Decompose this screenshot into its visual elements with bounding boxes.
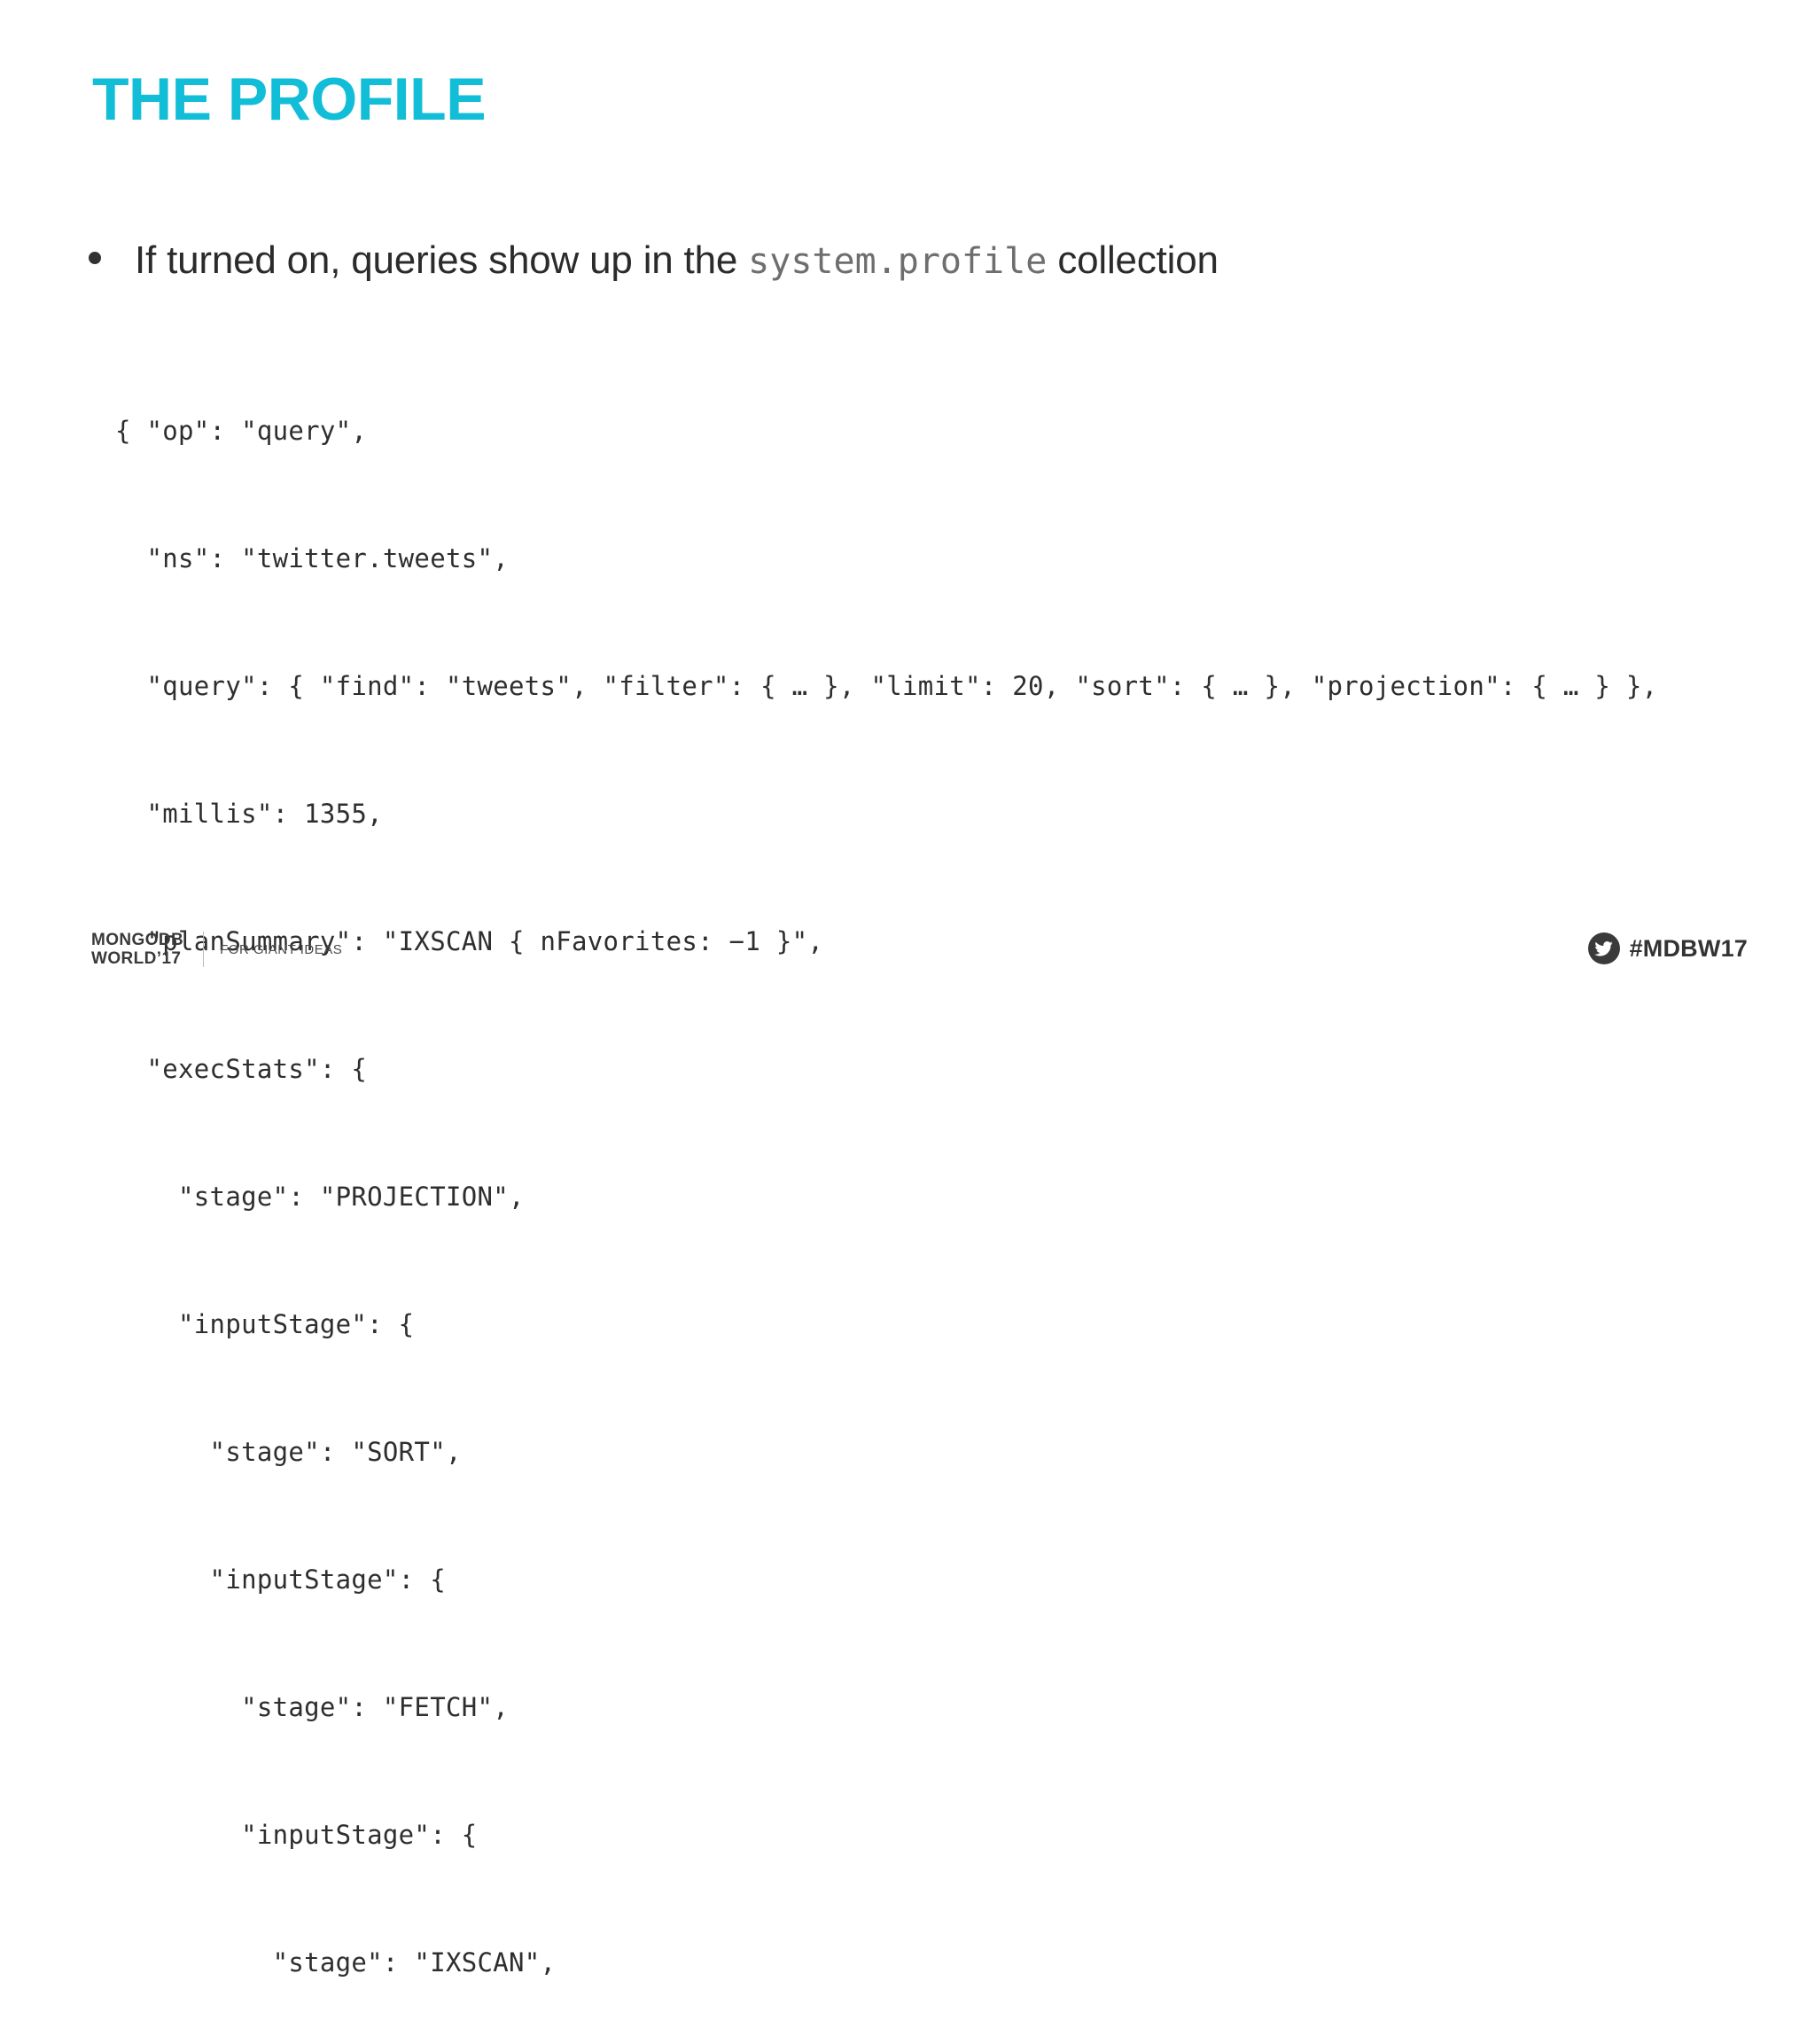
page-title: THE PROFILE xyxy=(92,66,487,133)
footer-logo: MONGODB WORLD’17 FOR GIANT IDEAS xyxy=(91,931,342,968)
logo-divider xyxy=(203,932,205,967)
logo-line-1: MONGODB xyxy=(91,931,184,949)
code-line: { "op": "query", xyxy=(115,416,368,446)
event-hashtag: #MDBW17 xyxy=(1629,934,1748,962)
code-line: "stage": "PROJECTION", xyxy=(115,1182,525,1212)
bullet-marker-icon xyxy=(89,252,101,264)
logo-tagline: FOR GIANT IDEAS xyxy=(220,941,343,957)
code-line: "planSummary": "IXSCAN { nFavorites: −1 … xyxy=(115,926,824,956)
code-line: "ns": "twitter.tweets", xyxy=(115,543,509,573)
mongodb-world-logo: MONGODB WORLD’17 xyxy=(91,931,183,968)
slide-root: THE PROFILE If turned on, queries show u… xyxy=(89,66,1748,1978)
code-line: "millis": 1355, xyxy=(115,799,383,829)
twitter-bird-icon xyxy=(1587,932,1620,964)
code-line: "stage": "FETCH", xyxy=(115,1692,509,1722)
code-line: "stage": "IXSCAN", xyxy=(115,1947,557,1978)
code-line: "inputStage": { xyxy=(115,1309,415,1339)
logo-line-2: WORLD’17 xyxy=(91,949,182,968)
bullet-text-after: collection xyxy=(1047,238,1219,282)
bullet-text-before: If turned on, queries show up in the xyxy=(135,238,749,282)
bullet-item: If turned on, queries show up in the sys… xyxy=(89,241,1219,280)
code-line: "execStats": { xyxy=(115,1054,368,1084)
bullet-text: If turned on, queries show up in the sys… xyxy=(135,241,1219,280)
code-line: "query": { "find": "tweets", "filter": {… xyxy=(115,671,1658,701)
bullet-mono-term: system.profile xyxy=(748,241,1048,282)
code-line: "inputStage": { xyxy=(115,1564,446,1595)
footer-social: #MDBW17 xyxy=(1587,932,1748,964)
code-block: { "op": "query", "ns": "twitter.tweets",… xyxy=(115,324,1657,2044)
code-line: "inputStage": { xyxy=(115,1820,478,1850)
code-line: "stage": "SORT", xyxy=(115,1437,462,1467)
